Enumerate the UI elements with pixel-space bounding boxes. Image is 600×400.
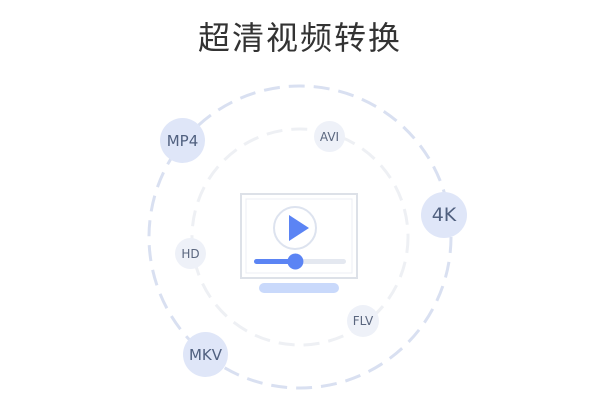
progress-knob <box>287 253 304 270</box>
format-badge-flv: FLV <box>347 305 379 337</box>
format-badge-4k: 4K <box>421 192 467 238</box>
format-label-flv: FLV <box>352 314 374 328</box>
format-badge-avi: AVI <box>314 121 345 152</box>
play-icon <box>289 215 309 241</box>
format-badge-mp4: MP4 <box>160 118 205 163</box>
inner-orbit-ring <box>190 127 410 347</box>
format-label-mkv: MKV <box>188 345 223 364</box>
progress-fill <box>254 259 296 264</box>
page-title: 超清视频转换 <box>197 19 402 57</box>
format-label-4k: 4K <box>431 204 457 226</box>
player-base-pill <box>259 283 339 293</box>
video-player-icon <box>240 193 358 293</box>
format-label-avi: AVI <box>319 129 340 144</box>
format-badge-hd: HD <box>175 238 206 269</box>
format-label-mp4: MP4 <box>166 131 199 150</box>
outer-orbit-ring <box>147 84 453 390</box>
format-badge-mkv: MKV <box>183 332 228 377</box>
format-label-hd: HD <box>181 246 200 261</box>
